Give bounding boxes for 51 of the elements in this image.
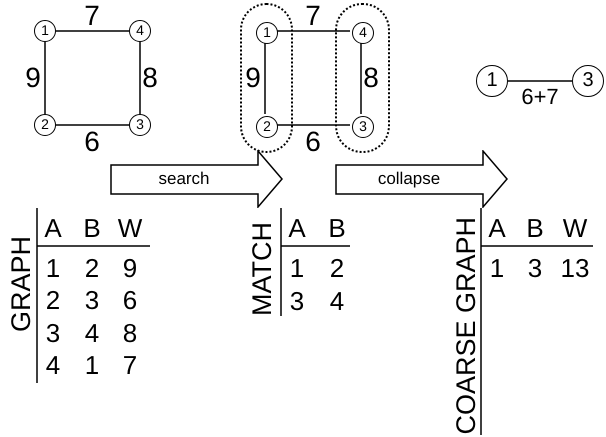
table-cell: 3: [84, 287, 100, 313]
table-cell: 1: [290, 255, 304, 281]
vertex-circle: 1: [256, 22, 278, 44]
edge-line: [56, 124, 129, 126]
table-cell: 3: [46, 320, 60, 346]
table-cell: 9: [122, 255, 138, 281]
table-cell: 3: [290, 288, 304, 314]
table-cell: 6: [122, 287, 138, 313]
vertex-circle: 1: [34, 20, 56, 42]
block-arrow: search: [110, 150, 283, 208]
block-arrow: collapse: [335, 150, 508, 208]
column-header: B: [83, 215, 101, 241]
table-title: MATCH: [249, 222, 276, 316]
table-cell: 2: [46, 287, 60, 313]
edge-line: [360, 42, 362, 114]
column-header: W: [562, 215, 588, 241]
vertex-circle: 2: [256, 116, 278, 138]
vertex-circle: 3: [352, 116, 374, 138]
column-header: A: [488, 215, 506, 241]
edge-line: [508, 80, 572, 82]
table-cell: 2: [330, 255, 344, 281]
table-cell: 1: [84, 352, 100, 378]
table-cell: 7: [122, 352, 138, 378]
column-header: A: [288, 215, 306, 241]
vertex-circle: 4: [352, 22, 374, 44]
vertex-circle: 3: [572, 65, 604, 97]
vertex-circle: 4: [129, 20, 151, 42]
table-cell: 3: [528, 255, 542, 281]
table-cell: 4: [84, 320, 100, 346]
table-title: GRAPH: [8, 236, 35, 332]
table-cell: 2: [84, 255, 100, 281]
column-header: B: [526, 215, 544, 241]
edge-line: [44, 42, 46, 114]
vertex-circle: 1: [476, 65, 508, 97]
edge-line: [264, 42, 266, 114]
column-header: A: [44, 215, 62, 241]
column-header: B: [328, 215, 346, 241]
table-cell: 1: [490, 255, 504, 281]
vertex-circle: 2: [34, 114, 56, 136]
edge-line: [276, 124, 350, 126]
column-header: W: [118, 215, 142, 241]
table-cell: 4: [46, 352, 60, 378]
table-cell: 8: [122, 320, 138, 346]
table-cell: 1: [46, 255, 60, 281]
vertex-circle: 3: [129, 114, 151, 136]
edge-line: [276, 30, 350, 32]
edge-line: [56, 30, 129, 32]
edge-line: [139, 42, 141, 114]
table-cell: 13: [560, 255, 590, 281]
table-cell: 4: [330, 288, 344, 314]
table-title: COARSE GRAPH: [453, 217, 480, 435]
